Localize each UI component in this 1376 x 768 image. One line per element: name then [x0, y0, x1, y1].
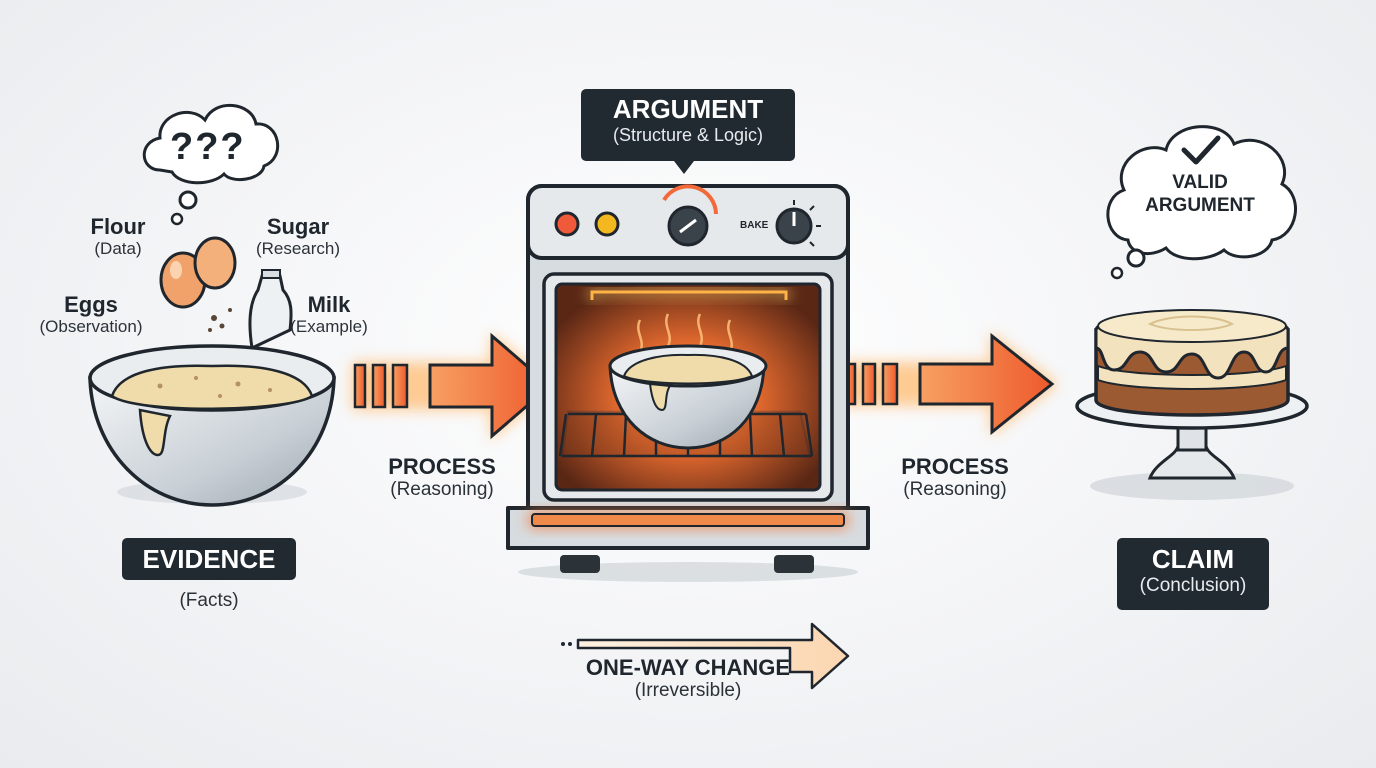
argument-tag-pointer — [674, 161, 694, 174]
evidence-title: EVIDENCE — [142, 544, 276, 574]
ingredient-flour: Flour (Data) — [72, 214, 164, 259]
flour-crumbs-icon — [208, 308, 232, 332]
claim-tag: CLAIM (Conclusion) — [1117, 538, 1269, 610]
one-way-sub: (Irreversible) — [634, 680, 742, 702]
process-arrow-left — [352, 332, 556, 440]
ingredient-milk: Milk (Example) — [280, 292, 378, 337]
process-left-label: PROCESS (Reasoning) — [368, 454, 516, 501]
process-left-title: PROCESS — [388, 454, 496, 479]
ingredient-eggs-sub: (Observation) — [39, 317, 143, 337]
ingredient-eggs: Eggs (Observation) — [28, 292, 154, 337]
thought-cloud-question — [142, 104, 280, 226]
thought-cloud-valid — [1106, 125, 1297, 280]
ingredient-milk-name: Milk — [307, 292, 351, 317]
one-way-arrow — [561, 622, 850, 690]
mixing-bowl-icon — [88, 344, 336, 507]
process-right-label: PROCESS (Reasoning) — [882, 454, 1028, 501]
valid-line1: VALID — [1172, 172, 1228, 193]
process-left-sub: (Reasoning) — [390, 479, 494, 501]
claim-title: CLAIM — [1151, 544, 1235, 574]
process-right-title: PROCESS — [901, 454, 1009, 479]
ingredient-eggs-name: Eggs — [64, 292, 118, 317]
ingredient-milk-sub: (Example) — [290, 317, 368, 337]
ingredient-flour-sub: (Data) — [94, 239, 142, 259]
one-way-label: ONE-WAY CHANGE (Irreversible) — [570, 655, 806, 702]
ingredient-sugar-name: Sugar — [266, 214, 330, 239]
oven-icon — [506, 184, 870, 582]
question-marks: ??? — [170, 126, 246, 168]
cake-icon — [1094, 309, 1290, 417]
argument-sub: (Structure & Logic) — [612, 124, 764, 145]
ingredient-sugar-sub: (Research) — [255, 239, 341, 259]
ingredient-sugar: Sugar (Research) — [246, 214, 350, 259]
bake-knob-label: BAKE — [740, 220, 769, 231]
valid-argument-text: VALID ARGUMENT — [1130, 172, 1270, 218]
process-arrow-right — [842, 332, 1058, 436]
one-way-title: ONE-WAY CHANGE — [585, 655, 791, 680]
valid-line2: ARGUMENT — [1145, 194, 1255, 216]
argument-tag: ARGUMENT (Structure & Logic) — [581, 89, 795, 161]
milk-bottle-icon — [248, 269, 293, 351]
process-right-sub: (Reasoning) — [903, 479, 1007, 501]
argument-title: ARGUMENT — [612, 94, 764, 124]
evidence-tag: EVIDENCE — [122, 538, 296, 580]
evidence-sub-label: (Facts) — [150, 590, 268, 612]
oven-bowl-icon — [608, 344, 768, 450]
evidence-sub: (Facts) — [179, 590, 239, 611]
claim-sub: (Conclusion) — [1139, 574, 1247, 596]
egg-icon — [159, 236, 237, 309]
ingredient-flour-name: Flour — [90, 214, 146, 239]
